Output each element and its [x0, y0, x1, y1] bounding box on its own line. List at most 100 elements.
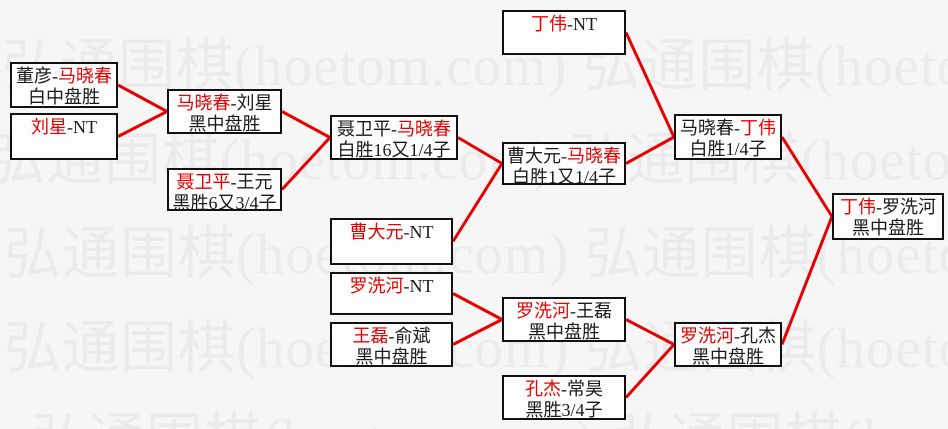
vs-dash: - — [403, 222, 410, 242]
connector-line-qf-nieweiping-wangyuan — [280, 136, 332, 191]
player-name: 常昊 — [567, 379, 603, 399]
match-box-bye-dingwei: 丁伟-NT — [502, 10, 626, 55]
match-box-r2-maxiaochun-liuxing: 马晓春-刘星黑中盘胜 — [167, 89, 282, 134]
match-box-qf-dongyan-maxiaochun: 董彦-马晓春白中盘胜 — [10, 62, 118, 108]
match-result: 黑中盘胜 — [692, 347, 764, 367]
watermark-text: 弘通围棋(hoetom.com) 弘通围棋(hoetom.com) — [30, 410, 948, 429]
winner-name: 罗洗河 — [349, 276, 404, 296]
vs-dash: - — [230, 93, 237, 113]
watermark-text: 弘通围棋(hoetom.com) 弘通围棋(hoetom.com) — [4, 317, 948, 380]
match-result: 黑胜6又3/4子 — [172, 193, 277, 213]
match-result: 白胜16又1/4子 — [337, 140, 451, 160]
match-result: 白胜1又1/4子 — [511, 167, 616, 187]
match-pairing: 马晓春-丁伟 — [676, 118, 780, 139]
winner-name: 聂卫平 — [176, 172, 231, 192]
watermark-text: 弘通围棋(hoetom.com) 弘通围棋(hoetom.com) — [4, 223, 948, 286]
vs-dash: - — [403, 276, 410, 296]
match-pairing: 罗洗河-王磊 — [504, 301, 624, 322]
connector-line-qf-wanglei-yubin — [452, 318, 503, 346]
player-name: 罗洗河 — [882, 197, 936, 217]
connector-line-r3-nieweiping-maxiaochun — [457, 136, 503, 165]
connector-line-bye-liuxing — [117, 110, 168, 138]
match-box-r3-nieweiping-maxiaochun: 聂卫平-马晓春白胜16又1/4子 — [330, 115, 458, 160]
match-result: 黑胜3/4子 — [525, 400, 603, 420]
winner-name: 罗洗河 — [516, 301, 570, 321]
match-pairing: 曹大元-马晓春 — [504, 146, 624, 167]
player-name: NT — [73, 117, 97, 137]
match-result: 黑中盘胜 — [355, 347, 428, 367]
connector-line-bye-caodayuan — [451, 162, 504, 243]
vs-dash: - — [67, 117, 73, 137]
player-name: 聂卫平 — [337, 119, 391, 139]
match-pairing: 罗洗河-NT — [332, 276, 451, 297]
player-name: 俞斌 — [394, 326, 431, 346]
vs-dash: - — [52, 66, 58, 86]
match-box-bye-caodayuan: 曹大元-NT — [330, 218, 453, 265]
connector-line-r4-caodayuan-maxiaochun — [625, 135, 675, 165]
player-name: 刘星 — [236, 93, 273, 113]
connector-line-bye-luoxihe — [452, 292, 503, 321]
match-box-r4-caodayuan-maxiaochun: 曹大元-马晓春白胜1又1/4子 — [502, 142, 626, 187]
player-name: 孔杰 — [740, 326, 776, 346]
match-pairing: 聂卫平-王元 — [169, 172, 280, 193]
match-pairing: 罗洗河-孔杰 — [676, 326, 780, 347]
match-pairing: 丁伟-罗洗河 — [834, 197, 942, 218]
connector-line-r2-maxiaochun-liuxing — [281, 110, 331, 139]
vs-dash: - — [561, 146, 567, 166]
match-result: 黑中盘胜 — [188, 114, 261, 134]
match-box-final-dingwei-luoxihe: 丁伟-罗洗河黑中盘胜 — [832, 193, 944, 240]
match-result: 白中盘胜 — [28, 87, 100, 107]
vs-dash: - — [876, 197, 882, 217]
match-pairing: 丁伟-NT — [504, 14, 624, 35]
match-box-qf-nieweiping-wangyuan: 聂卫平-王元黑胜6又3/4子 — [167, 168, 282, 213]
match-pairing: 王磊-俞斌 — [332, 326, 451, 347]
winner-name: 马晓春 — [567, 146, 621, 166]
match-box-qf-kongjie-changhao: 孔杰-常昊黑胜3/4子 — [502, 375, 626, 420]
winner-name: 丁伟 — [740, 118, 776, 138]
connector-line-qf-dongyan-maxiaochun — [117, 83, 168, 113]
connector-line-sf-luoxihe-kongjie — [780, 215, 834, 346]
player-name: NT — [573, 14, 597, 34]
watermark-text: 弘通围棋(hoetom.com) 弘通围棋(hoetom.com) — [2, 35, 948, 98]
vs-dash: - — [230, 172, 237, 192]
connector-line-r2-luoxihe-wanglei — [625, 318, 675, 346]
player-name: 马晓春 — [680, 118, 734, 138]
vs-dash: - — [561, 379, 567, 399]
watermark-text: 弘通围棋(hoetom.com) 弘通围棋(hoetom.com) — [0, 129, 948, 192]
vs-dash: - — [734, 326, 740, 346]
winner-name: 罗洗河 — [680, 326, 734, 346]
match-box-r2-luoxihe-wanglei: 罗洗河-王磊黑中盘胜 — [502, 297, 626, 342]
match-box-sf-luoxihe-kongjie: 罗洗河-孔杰黑中盘胜 — [674, 322, 782, 367]
winner-name: 王磊 — [352, 326, 389, 346]
match-box-bye-liuxing: 刘星-NT — [10, 113, 118, 160]
match-pairing: 孔杰-常昊 — [504, 379, 624, 400]
match-pairing: 马晓春-刘星 — [169, 93, 280, 114]
vs-dash: - — [388, 326, 395, 346]
winner-name: 马晓春 — [58, 66, 112, 86]
winner-name: 丁伟 — [840, 197, 876, 217]
match-pairing: 聂卫平-马晓春 — [332, 119, 456, 140]
vs-dash: - — [734, 118, 740, 138]
match-box-qf-wanglei-yubin: 王磊-俞斌黑中盘胜 — [330, 322, 453, 367]
player-name: 王磊 — [576, 301, 612, 321]
match-pairing: 刘星-NT — [12, 117, 116, 138]
player-name: 曹大元 — [507, 146, 561, 166]
match-pairing: 曹大元-NT — [332, 222, 451, 243]
vs-dash: - — [391, 119, 397, 139]
winner-name: 曹大元 — [349, 222, 404, 242]
match-result: 黑中盘胜 — [852, 218, 924, 238]
winner-name: 丁伟 — [531, 14, 567, 34]
match-result: 黑中盘胜 — [528, 322, 600, 342]
connector-line-bye-dingwei — [624, 31, 676, 138]
match-box-bye-luoxihe: 罗洗河-NT — [330, 272, 453, 315]
vs-dash: - — [567, 14, 573, 34]
player-name: 王元 — [236, 172, 273, 192]
match-pairing: 董彦-马晓春 — [12, 66, 116, 87]
player-name: NT — [409, 276, 434, 296]
match-box-sf-maxiaochun-dingwei: 马晓春-丁伟白胜1/4子 — [674, 114, 782, 160]
winner-name: 马晓春 — [176, 93, 231, 113]
winner-name: 刘星 — [31, 117, 67, 137]
winner-name: 孔杰 — [525, 379, 561, 399]
